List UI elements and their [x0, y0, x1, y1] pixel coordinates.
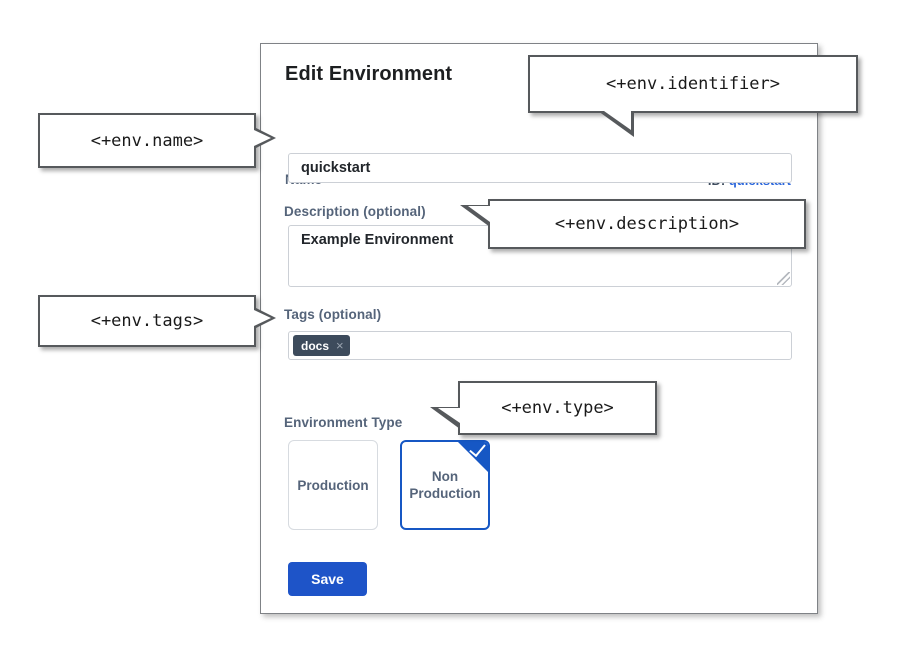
callout-env-name: <+env.name>: [38, 113, 276, 168]
callout-text: <+env.identifier>: [606, 74, 780, 94]
description-value: Example Environment: [301, 232, 454, 248]
environment-type-option-non-production[interactable]: Non Production: [400, 440, 490, 530]
callout-env-tags: <+env.tags>: [38, 295, 276, 347]
description-label: Description (optional): [284, 204, 426, 219]
tags-input[interactable]: docs ×: [288, 331, 792, 360]
callout-tail-fill: [438, 408, 460, 423]
callout-tail-fill: [254, 310, 271, 326]
selected-corner-badge: [458, 442, 488, 472]
tag-chip-label: docs: [301, 338, 330, 353]
environment-type-option-production[interactable]: Production: [288, 440, 378, 530]
environment-type-option-label: Production: [297, 477, 369, 493]
textarea-resize-handle[interactable]: [777, 272, 790, 285]
callout-env-identifier: <+env.identifier>: [528, 55, 858, 137]
callout-text: <+env.type>: [501, 398, 614, 418]
callout-env-description: <+env.description>: [460, 199, 806, 249]
page-title: Edit Environment: [285, 63, 453, 85]
name-input[interactable]: [288, 153, 792, 183]
callout-env-type: <+env.type>: [430, 381, 657, 435]
callout-text: <+env.tags>: [90, 311, 204, 331]
close-icon[interactable]: ×: [336, 338, 344, 353]
tags-label: Tags (optional): [284, 307, 382, 322]
save-button[interactable]: Save: [288, 562, 367, 596]
tag-chip[interactable]: docs ×: [293, 335, 350, 356]
callout-tail-fill: [254, 130, 271, 146]
callout-tail-fill: [468, 206, 490, 222]
callout-text: <+env.description>: [554, 214, 740, 234]
callout-text: <+env.name>: [90, 130, 204, 151]
callout-tail-fill: [604, 111, 631, 130]
environment-type-label: Environment Type: [284, 415, 403, 430]
environment-type-option-label: Non Production: [409, 469, 481, 501]
